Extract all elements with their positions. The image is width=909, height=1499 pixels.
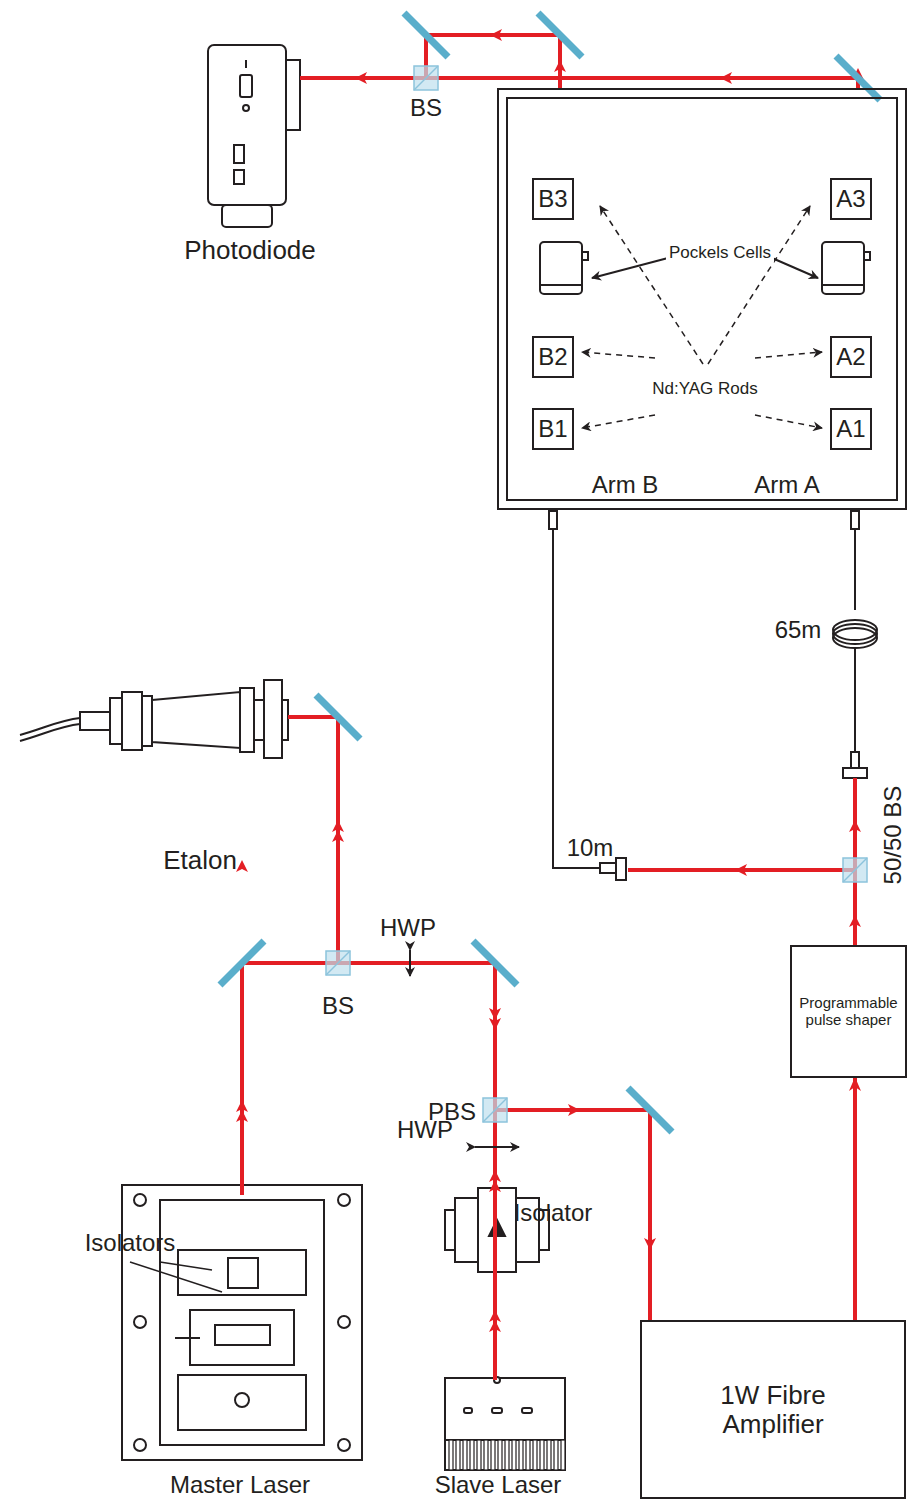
box-label: B1: [538, 416, 567, 442]
etalon-icon: [20, 680, 288, 758]
box-label: B2: [538, 344, 567, 370]
rod-box: A3: [830, 178, 872, 220]
amplifier-housing: Arm B Arm A B3 A3B2 A2B1 A1: [497, 88, 907, 510]
box-label: A3: [836, 186, 865, 212]
beam-splitter: [326, 66, 867, 1122]
part-label: Nd:YAG Rods: [649, 380, 761, 399]
box-label: B3: [538, 186, 567, 212]
arm-label: Arm B: [592, 472, 659, 498]
rod-box: A1: [830, 408, 872, 450]
amplifier-box: 1W Fibre Amplifier: [640, 1320, 906, 1499]
leader-line: [160, 1262, 212, 1270]
part-label: Isolator: [514, 1200, 593, 1226]
beam-arrowhead: [236, 29, 864, 1332]
rod-box: B2: [532, 336, 574, 378]
part-label: Isolators: [85, 1230, 176, 1256]
beam-connector: [853, 1078, 857, 1320]
part-label: 10m: [567, 835, 614, 861]
box-label: A1: [836, 416, 865, 442]
part-label: Photodiode: [184, 236, 316, 265]
callout-arrow-dashed: [582, 206, 822, 428]
arm-label: Arm A: [754, 472, 819, 498]
slave-laser-icon: [445, 1377, 565, 1470]
part-label: HWP: [380, 915, 436, 941]
process-box: Programmable pulse shaper: [790, 945, 907, 1078]
rod-box: B3: [532, 178, 574, 220]
part-label: BS: [322, 993, 354, 1019]
pockels-cell: [540, 242, 870, 294]
mirror: [220, 13, 880, 1132]
part-label: BS: [410, 95, 442, 121]
part-label: HWP: [397, 1117, 453, 1143]
part-label: Etalon: [163, 846, 237, 875]
rod-box: B1: [532, 408, 574, 450]
master-laser-icon: [122, 1185, 362, 1460]
fibre-connector: [549, 511, 867, 880]
part-label: Slave Laser: [435, 1472, 562, 1498]
rod-box: A2: [830, 336, 872, 378]
part-label: Pockels Cells: [666, 244, 774, 263]
photodiode-icon: [208, 45, 300, 227]
optical-fibre: [553, 530, 877, 868]
part-label: 50/50 BS: [880, 786, 906, 885]
leader-line: [130, 1262, 222, 1292]
box-label: Programmable pulse shaper: [798, 995, 899, 1028]
part-label: Master Laser: [170, 1472, 310, 1498]
laser-beam: [242, 35, 858, 1380]
box-label: A2: [836, 344, 865, 370]
box-label: 1W Fibre Amplifier: [683, 1381, 863, 1438]
part-label: 65m: [775, 617, 822, 643]
